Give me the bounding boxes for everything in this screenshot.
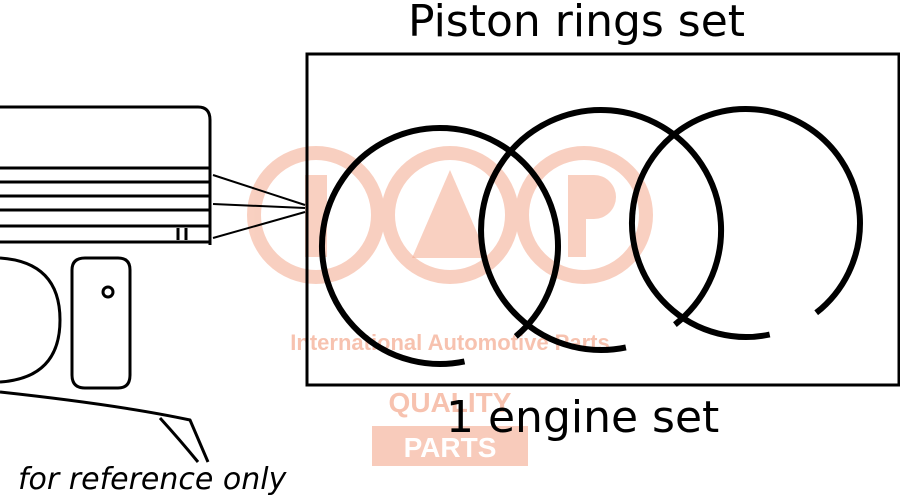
piston-rings [319, 106, 863, 367]
leader-lines [212, 174, 306, 239]
watermark-quality: QUALITY [389, 387, 512, 418]
piston-ring-2 [478, 107, 725, 353]
reference-note: for reference only [18, 462, 287, 497]
watermark-parts: PARTS [404, 432, 497, 463]
oil-hole [176, 228, 188, 240]
iap-logo-mark [247, 146, 653, 284]
watermark-parts-box [372, 426, 528, 466]
pin-boss-left [0, 256, 62, 384]
piston-illustration [0, 105, 212, 463]
rings-frame [305, 52, 900, 387]
piston-ring-3 [628, 106, 863, 340]
piston-crown-outline [0, 105, 212, 245]
skirt-inner-edge [158, 416, 200, 463]
piston-skirt [0, 390, 210, 463]
pin-window [70, 256, 132, 390]
pin-hole-icon [101, 285, 115, 299]
engine-set-label: 1 engine set [446, 392, 720, 443]
piston-ring-1 [319, 124, 561, 367]
diagram-title: Piston rings set [408, 0, 746, 47]
